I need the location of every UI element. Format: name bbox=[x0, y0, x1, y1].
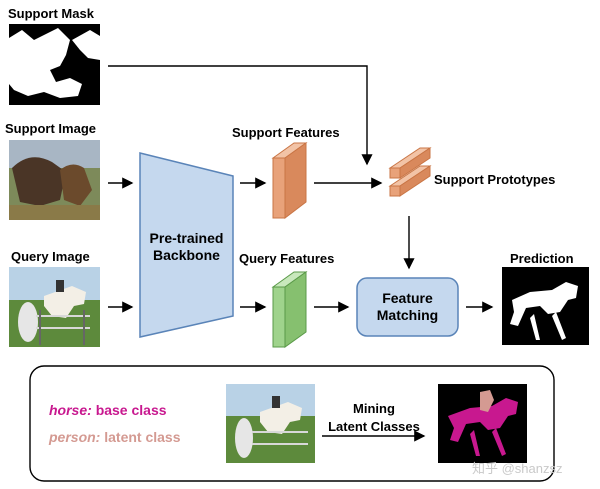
legend-horse-desc: base class bbox=[95, 402, 167, 418]
backbone-line1: Pre-trained bbox=[149, 230, 224, 246]
matching-line2: Matching bbox=[376, 307, 439, 323]
legend-person: person: latent class bbox=[49, 429, 181, 445]
legend-person-desc: latent class bbox=[104, 429, 181, 445]
mining-label: Mining Latent Classes bbox=[322, 400, 426, 436]
latent-query-image bbox=[226, 384, 315, 463]
support-prototypes-block bbox=[388, 147, 432, 197]
feature-matching-box bbox=[356, 277, 459, 337]
support-features-label: Support Features bbox=[232, 125, 340, 140]
prediction-label: Prediction bbox=[510, 251, 574, 266]
mining-line1: Mining bbox=[353, 401, 395, 416]
query-feature-block bbox=[271, 271, 308, 348]
backbone-block bbox=[139, 152, 234, 338]
legend-person-term: person: bbox=[49, 429, 101, 445]
support-mask-label: Support Mask bbox=[8, 6, 94, 21]
query-features-label: Query Features bbox=[239, 251, 335, 266]
latent-class-panel bbox=[29, 365, 555, 482]
flow-arrows bbox=[108, 65, 494, 442]
prediction-image bbox=[502, 267, 589, 345]
support-image bbox=[9, 140, 100, 220]
query-image bbox=[9, 267, 100, 347]
backbone-label: Pre-trained Backbone bbox=[140, 230, 233, 264]
legend-horse: horse: base class bbox=[49, 402, 167, 418]
support-feature-block bbox=[271, 142, 308, 220]
support-mask-image bbox=[9, 24, 100, 105]
mining-line2: Latent Classes bbox=[328, 419, 420, 434]
matching-label: Feature Matching bbox=[357, 290, 458, 324]
matching-line1: Feature bbox=[382, 290, 433, 306]
support-image-label: Support Image bbox=[5, 121, 97, 136]
latent-classes-mask bbox=[438, 384, 527, 463]
support-prototypes-label: Support Prototypes bbox=[434, 172, 556, 187]
query-image-label: Query Image bbox=[11, 249, 90, 264]
watermark: 知乎 @shanzsz bbox=[472, 461, 563, 476]
backbone-line2: Backbone bbox=[153, 247, 220, 263]
legend-horse-term: horse: bbox=[49, 402, 92, 418]
